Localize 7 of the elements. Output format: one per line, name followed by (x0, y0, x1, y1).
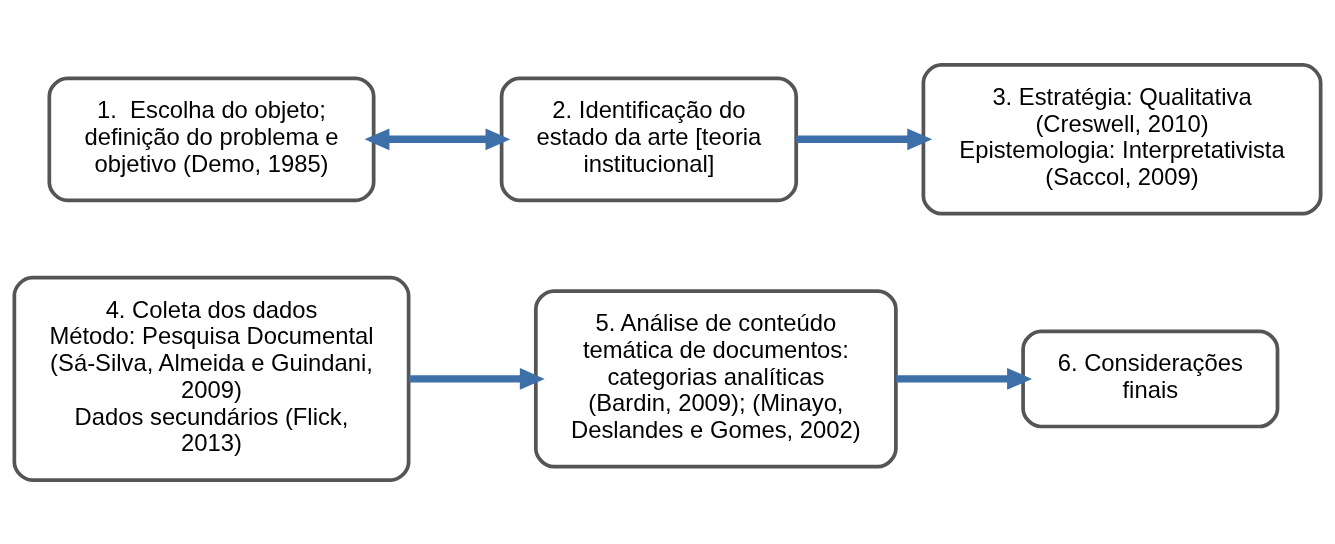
node-box: 2. Identificação do estado da arte [teoria institucional] (499, 76, 799, 202)
node-box: 1. Escolha do objeto; definição do problema e objetivo (Demo, 1985) (47, 76, 376, 202)
node-box: 3. Estratégia: Qualitativa (Creswell, 2010) Epistemologia: Interpretativista (Saccol, 2009) (921, 62, 1323, 216)
node-box: 5. Análise de conteúdo temática de documentos: categorias analíticas (Bardin, 2009); (Minayo, Deslandes e Gomes, 2002) (533, 288, 898, 469)
node-box: 4. Coleta dos dados Método: Pesquisa Documental (Sá-Silva, Almeida e Guindani, 2009) Dados secundários (Flick, 2013) (12, 275, 411, 482)
arrow (364, 127, 511, 150)
node-box: 6. Considerações finais (1021, 328, 1280, 428)
